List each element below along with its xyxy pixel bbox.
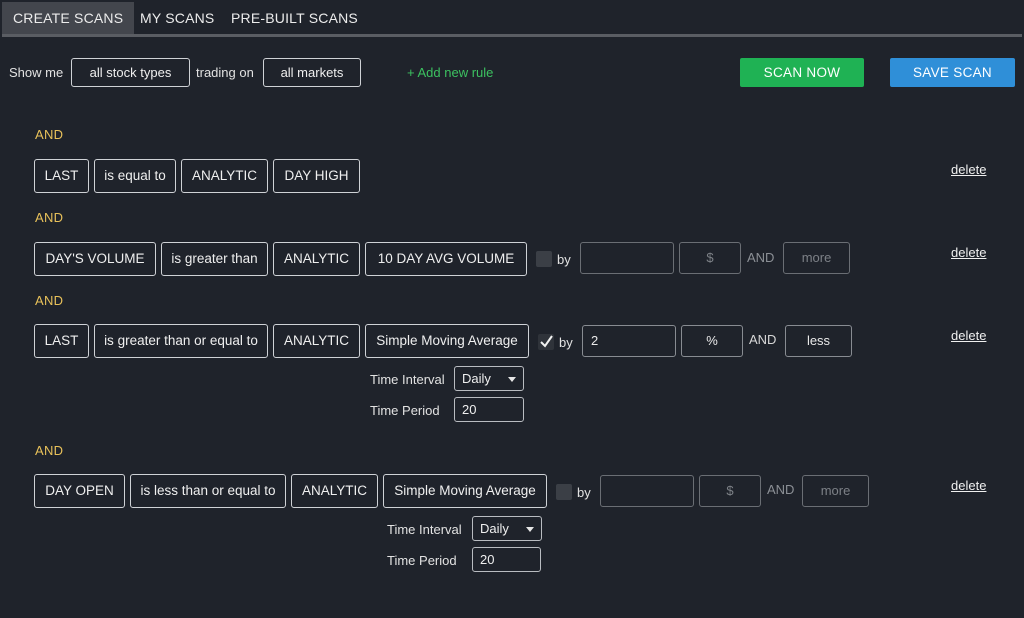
rule-field-selector[interactable]: LAST (34, 159, 89, 193)
direction-selector[interactable]: more (802, 475, 869, 507)
by-label: by (557, 252, 571, 267)
tab-my-scans[interactable]: MY SCANS (140, 10, 215, 26)
rule-operator-selector[interactable]: is greater than (161, 242, 268, 276)
unit-selector[interactable]: $ (699, 475, 761, 507)
markets-selector[interactable]: all markets (263, 58, 361, 87)
rule-target-selector[interactable]: Simple Moving Average (365, 324, 529, 358)
time-interval-select[interactable]: Daily (454, 366, 524, 391)
rule-connector: AND (35, 443, 64, 458)
tab-divider (2, 34, 1022, 37)
chevron-down-icon (508, 377, 516, 382)
and-label: AND (747, 250, 775, 265)
rule-target-selector[interactable]: Simple Moving Average (383, 474, 547, 508)
direction-selector[interactable]: less (785, 325, 852, 357)
rule-source-selector[interactable]: ANALYTIC (273, 242, 360, 276)
by-checkbox[interactable] (556, 484, 572, 500)
time-period-input[interactable]: 20 (454, 397, 524, 422)
time-period-label: Time Period (387, 553, 457, 568)
rule-target-selector[interactable]: DAY HIGH (273, 159, 360, 193)
unit-selector[interactable]: % (681, 325, 743, 357)
by-amount-input[interactable] (580, 242, 674, 274)
rule-target-selector[interactable]: 10 DAY AVG VOLUME (365, 242, 527, 276)
by-label: by (577, 485, 591, 500)
time-interval-value: Daily (480, 521, 509, 536)
by-label: by (559, 335, 573, 350)
unit-selector[interactable]: $ (679, 242, 741, 274)
by-amount-input[interactable]: 2 (582, 325, 676, 357)
by-checkbox[interactable] (538, 334, 554, 350)
direction-selector[interactable]: more (783, 242, 850, 274)
rule-connector: AND (35, 293, 64, 308)
delete-rule-link[interactable]: delete (951, 328, 987, 343)
by-checkbox[interactable] (536, 251, 552, 267)
rule-connector: AND (35, 210, 64, 225)
save-scan-button[interactable]: SAVE SCAN (890, 58, 1015, 87)
stock-types-selector[interactable]: all stock types (71, 58, 190, 87)
rule-operator-selector[interactable]: is greater than or equal to (94, 324, 268, 358)
tab-pre-built-scans[interactable]: PRE-BUILT SCANS (231, 10, 358, 26)
add-new-rule-link[interactable]: + Add new rule (407, 65, 494, 80)
time-period-label: Time Period (370, 403, 440, 418)
rule-field-selector[interactable]: LAST (34, 324, 89, 358)
time-period-input[interactable]: 20 (472, 547, 541, 572)
scan-now-button[interactable]: SCAN NOW (740, 58, 864, 87)
rule-field-selector[interactable]: DAY OPEN (34, 474, 125, 508)
rule-source-selector[interactable]: ANALYTIC (181, 159, 268, 193)
by-amount-input[interactable] (600, 475, 694, 507)
time-interval-select[interactable]: Daily (472, 516, 542, 541)
tab-create-scans[interactable]: CREATE SCANS (2, 2, 135, 34)
chevron-down-icon (526, 527, 534, 532)
time-interval-value: Daily (462, 371, 491, 386)
rule-connector: AND (35, 127, 64, 142)
checkmark-icon (540, 335, 553, 348)
time-interval-label: Time Interval (387, 522, 462, 537)
and-label: AND (767, 482, 795, 497)
trading-on-label: trading on (196, 65, 254, 80)
delete-rule-link[interactable]: delete (951, 162, 987, 177)
rule-operator-selector[interactable]: is less than or equal to (130, 474, 286, 508)
rule-source-selector[interactable]: ANALYTIC (273, 324, 360, 358)
rule-source-selector[interactable]: ANALYTIC (291, 474, 378, 508)
delete-rule-link[interactable]: delete (951, 245, 987, 260)
show-me-label: Show me (9, 65, 64, 80)
and-label: AND (749, 332, 777, 347)
rule-field-selector[interactable]: DAY'S VOLUME (34, 242, 156, 276)
delete-rule-link[interactable]: delete (951, 478, 987, 493)
rule-operator-selector[interactable]: is equal to (94, 159, 176, 193)
time-interval-label: Time Interval (370, 372, 445, 387)
